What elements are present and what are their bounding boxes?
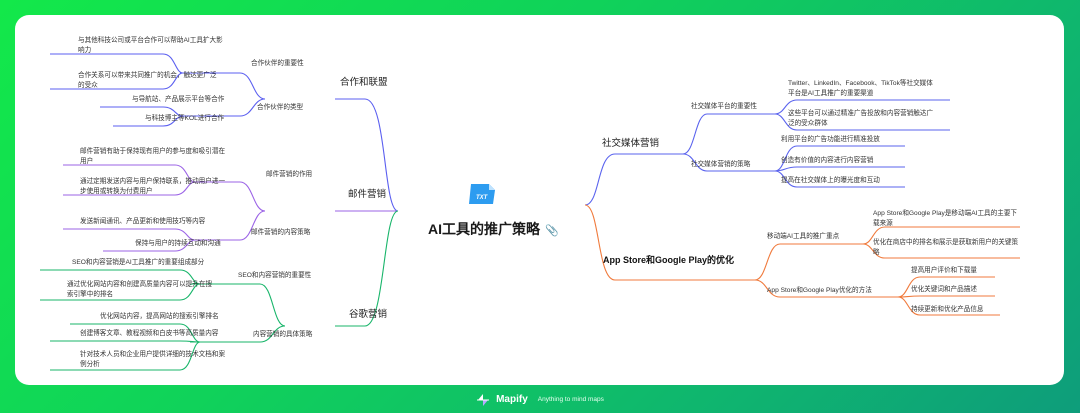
branch-partner[interactable]: 合作和联盟 xyxy=(340,77,388,88)
leaf-social-3[interactable]: 利用平台的广告功能进行精准投放 xyxy=(781,136,880,143)
leaf-partner-1[interactable]: 与其他科技公司或平台合作可以帮助AI工具扩大影响力 xyxy=(78,37,223,54)
branch-email[interactable]: 邮件营销 xyxy=(348,189,387,200)
leaf-partner-3[interactable]: 与导航站、产品展示平台等合作 xyxy=(132,96,225,103)
leaf-appstore-2[interactable]: 优化在商店中的排名和展示是获取新用户的关键策略 xyxy=(873,239,1019,256)
branch-seo[interactable]: 谷歌营销 xyxy=(349,309,388,320)
brand-slogan: Anything to mind maps xyxy=(537,396,604,403)
leaf-social-2[interactable]: 这些平台可以通过精准广告投放和内容营销触达广泛的受众群体 xyxy=(788,110,934,127)
node-social-strategy[interactable]: 社交媒体营销的策略 xyxy=(691,161,751,168)
brand-name[interactable]: Mapify xyxy=(496,394,528,405)
leaf-social-1[interactable]: Twitter、LinkedIn、Facebook、TikTok等社交媒体平台是… xyxy=(788,80,933,97)
footer-bar: Mapify Anything to mind maps xyxy=(0,386,1080,413)
leaf-appstore-5[interactable]: 持续更新和优化产品信息 xyxy=(911,306,984,313)
branch-appstore[interactable]: App Store和Google Play的优化 xyxy=(603,255,735,265)
leaf-seo-3[interactable]: 优化网站内容，提高网站的搜索引擎排名 xyxy=(100,313,219,320)
leaf-email-1[interactable]: 邮件营销有助于保持现有用户的参与度和吸引潜在用户 xyxy=(80,148,226,165)
branch-social[interactable]: 社交媒体营销 xyxy=(602,138,660,149)
paperclip-icon[interactable]: 📎 xyxy=(545,225,559,237)
root-node[interactable]: AI工具的推广策略 📎 xyxy=(428,219,559,239)
leaf-partner-2[interactable]: 合作关系可以带来共同推广的机会，触达更广泛的受众 xyxy=(78,72,217,89)
node-appstore-methods[interactable]: App Store和Google Play优化的方法 xyxy=(767,287,872,294)
node-partner-types[interactable]: 合作伙伴的类型 xyxy=(257,104,304,111)
node-appstore-focus[interactable]: 移动端AI工具的推广重点 xyxy=(767,233,840,240)
leaf-seo-1[interactable]: SEO和内容营销是AI工具推广的重要组成部分 xyxy=(72,259,205,266)
node-partner-importance[interactable]: 合作伙伴的重要性 xyxy=(251,60,304,67)
node-email-role[interactable]: 邮件营销的作用 xyxy=(266,171,313,178)
root-title: AI工具的推广策略 xyxy=(428,221,540,237)
mind-map-canvas: TXT AI工具的推广策略 📎 合作和联盟 合作伙伴的重要性 合作伙伴的类型 与其… xyxy=(15,15,1064,385)
leaf-appstore-3[interactable]: 提高用户评价和下载量 xyxy=(911,267,977,274)
node-seo-strategy[interactable]: 内容营销的具体策略 xyxy=(253,331,313,338)
node-email-strategy[interactable]: 邮件营销的内容策略 xyxy=(251,229,311,236)
leaf-email-4[interactable]: 保持与用户的持续互动和沟通 xyxy=(135,240,221,247)
leaf-seo-5[interactable]: 针对技术人员和企业用户提供详细的技术文档和案例分析 xyxy=(80,351,226,368)
node-seo-importance[interactable]: SEO和内容营销的重要性 xyxy=(238,272,312,279)
leaf-social-4[interactable]: 创造有价值的内容进行内容营销 xyxy=(781,157,874,164)
leaf-email-2[interactable]: 通过定期发送内容与用户保持联系，推动用户进一步使用或转换为付费用户 xyxy=(80,178,226,195)
leaf-appstore-1[interactable]: App Store和Google Play是移动端AI工具的主要下载来源 xyxy=(873,210,1018,227)
leaf-partner-4[interactable]: 与科技博主等KOL进行合作 xyxy=(145,115,225,122)
leaf-social-5[interactable]: 提高在社交媒体上的曝光度和互动 xyxy=(781,177,880,184)
svg-text:TXT: TXT xyxy=(476,195,489,201)
leaf-seo-4[interactable]: 创建博客文章、教程视频和白皮书等高质量内容 xyxy=(80,330,219,337)
node-social-importance[interactable]: 社交媒体平台的重要性 xyxy=(691,103,757,110)
leaf-appstore-4[interactable]: 优化关键词和产品描述 xyxy=(911,286,977,293)
leaf-email-3[interactable]: 发送新闻通讯、产品更新和使用技巧等内容 xyxy=(80,218,206,225)
leaf-seo-2[interactable]: 通过优化网站内容和创建高质量内容可以提升在搜索引擎中的排名 xyxy=(67,281,213,298)
mapify-logo-icon xyxy=(477,393,490,406)
connector-lines xyxy=(40,53,1020,371)
txt-file-icon: TXT xyxy=(469,184,495,204)
